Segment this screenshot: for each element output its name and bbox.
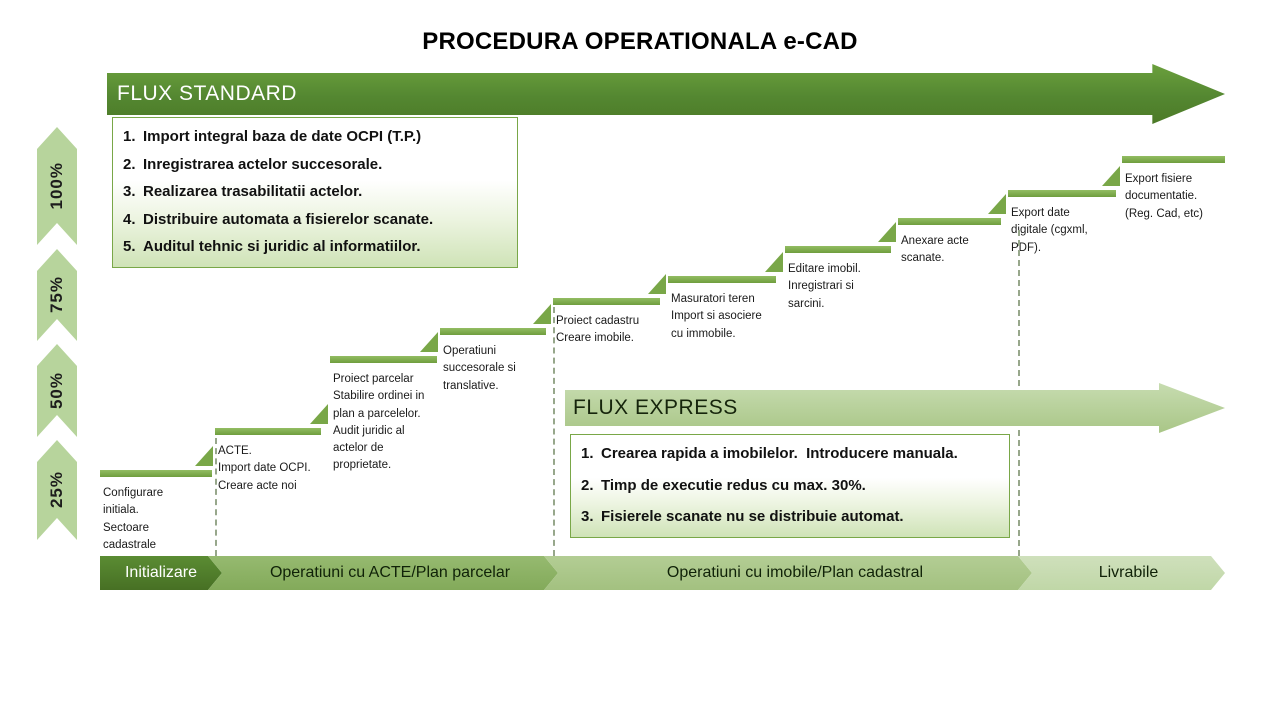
phase-initializare: Initializare	[100, 556, 222, 590]
step-connector-triangle	[988, 194, 1006, 214]
step-10: Export fisiere documentatie. (Reg. Cad, …	[1122, 156, 1225, 220]
flux-standard-item-4: 4. Distribuire automata a fisierelor sca…	[123, 211, 507, 230]
flux-express-item-1: 1. Crearea rapida a imobilelor. Introduc…	[581, 445, 999, 464]
item-number: 2.	[581, 476, 594, 494]
step-connector-triangle	[648, 274, 666, 294]
step-5: Proiect cadastru Creare imobile.	[553, 298, 660, 344]
flux-standard-item-3: 3. Realizarea trasabilitatii actelor.	[123, 183, 507, 202]
item-text: Inregistrarea actelor succesorale.	[143, 155, 383, 173]
page-title: PROCEDURA OPERATIONALA e-CAD	[422, 28, 858, 55]
step-2: ACTE. Import date OCPI. Creare acte noi	[215, 428, 321, 492]
step-label: Editare imobil. Inregistrari si sarcini.	[788, 263, 861, 310]
phase-separator-line	[215, 438, 217, 556]
step-connector-triangle	[310, 404, 328, 424]
phase-operatiuni-imobile: Operatiuni cu imobile/Plan cadastral	[544, 556, 1032, 590]
step-8: Anexare acte scanate.	[898, 218, 1001, 264]
step-bar	[785, 246, 891, 253]
step-4: Operatiuni succesorale si translative.	[440, 328, 546, 392]
step-label: Operatiuni succesorale si translative.	[443, 345, 516, 392]
step-6: Masuratori teren Import si asociere cu i…	[668, 276, 776, 340]
item-number: 5.	[123, 238, 136, 256]
flux-express-label: FLUX EXPRESS	[573, 396, 738, 419]
progress-label-75: 75%	[47, 276, 66, 314]
step-label: ACTE. Import date OCPI. Creare acte noi	[218, 445, 311, 492]
step-bar	[898, 218, 1001, 225]
flux-express-item-3: 3. Fisierele scanate nu se distribuie au…	[581, 508, 999, 527]
step-connector-triangle	[1102, 166, 1120, 186]
step-3: Proiect parcelar Stabilire ordinei in pl…	[330, 356, 437, 471]
progress-label-25: 25%	[47, 471, 66, 509]
flux-standard-item-1: 1. Import integral baza de date OCPI (T.…	[123, 128, 507, 147]
step-7: Editare imobil. Inregistrari si sarcini.	[785, 246, 891, 310]
step-connector-triangle	[195, 446, 213, 466]
phase-label: Livrabile	[1098, 564, 1159, 581]
item-text: Realizarea trasabilitatii actelor.	[143, 183, 363, 201]
step-label: Export fisiere documentatie. (Reg. Cad, …	[1125, 173, 1203, 220]
item-text: Import integral baza de date OCPI (T.P.)	[143, 128, 422, 145]
progress-chevron-25: 25%	[37, 440, 77, 540]
flux-standard-item-5: 5. Auditul tehnic si juridic al informat…	[123, 238, 507, 257]
item-text: Crearea rapida a imobilelor. Introducere…	[601, 445, 958, 462]
step-connector-triangle	[420, 332, 438, 352]
phase-operatiuni-acte: Operatiuni cu ACTE/Plan parcelar	[208, 556, 558, 590]
item-text: Distribuire automata a fisierelor scanat…	[143, 210, 434, 228]
step-bar	[440, 328, 546, 335]
step-label: Configurare initiala. Sectoare cadastral…	[103, 487, 164, 551]
flux-express-box: 1. Crearea rapida a imobilelor. Introduc…	[570, 434, 1010, 538]
step-connector-triangle	[533, 304, 551, 324]
step-label: Proiect cadastru Creare imobile.	[556, 315, 640, 345]
phase-separator-line	[553, 307, 555, 556]
progress-chevron-50: 50%	[37, 344, 77, 437]
item-number: 1.	[123, 128, 136, 145]
step-bar	[100, 470, 212, 477]
step-connector-triangle	[878, 222, 896, 242]
step-label: Proiect parcelar Stabilire ordinei in pl…	[333, 373, 425, 472]
item-number: 1.	[581, 445, 594, 462]
step-label: Anexare acte scanate.	[901, 235, 969, 265]
flux-standard-label: FLUX STANDARD	[117, 82, 297, 105]
step-label: Masuratori teren Import si asociere cu i…	[671, 293, 762, 340]
step-label: Export date digitale (cgxml, PDF).	[1011, 207, 1088, 254]
item-number: 3.	[581, 508, 594, 526]
item-number: 2.	[123, 155, 136, 173]
step-bar	[330, 356, 437, 363]
flux-standard-box: 1. Import integral baza de date OCPI (T.…	[112, 117, 518, 268]
progress-chevron-100: 100%	[37, 127, 77, 245]
phase-livrabile: Livrabile	[1018, 556, 1225, 590]
flux-standard-arrow: FLUX STANDARD	[107, 64, 1225, 124]
phase-label: Operatiuni cu imobile/Plan cadastral	[666, 564, 924, 581]
phase-label: Initializare	[124, 564, 198, 581]
step-bar	[668, 276, 776, 283]
item-text: Auditul tehnic si juridic al informatiil…	[143, 238, 421, 256]
item-text: Fisierele scanate nu se distribuie autom…	[601, 508, 904, 526]
progress-chevron-75: 75%	[37, 249, 77, 341]
item-text: Timp de executie redus cu max. 30%.	[601, 476, 866, 494]
step-bar	[1122, 156, 1225, 163]
step-9: Export date digitale (cgxml, PDF).	[1008, 190, 1116, 254]
progress-label-100: 100%	[47, 162, 66, 210]
progress-label-50: 50%	[47, 371, 66, 410]
step-bar	[1008, 190, 1116, 197]
phase-label: Operatiuni cu ACTE/Plan parcelar	[269, 564, 511, 581]
flux-express-arrow: FLUX EXPRESS	[565, 383, 1225, 433]
flux-standard-item-2: 2. Inregistrarea actelor succesorale.	[123, 156, 507, 175]
step-bar	[553, 298, 660, 305]
step-1: Configurare initiala. Sectoare cadastral…	[100, 470, 212, 551]
item-number: 4.	[123, 210, 136, 228]
item-number: 3.	[123, 183, 136, 201]
flux-express-item-2: 2. Timp de executie redus cu max. 30%.	[581, 477, 999, 496]
step-connector-triangle	[765, 252, 783, 272]
step-bar	[215, 428, 321, 435]
